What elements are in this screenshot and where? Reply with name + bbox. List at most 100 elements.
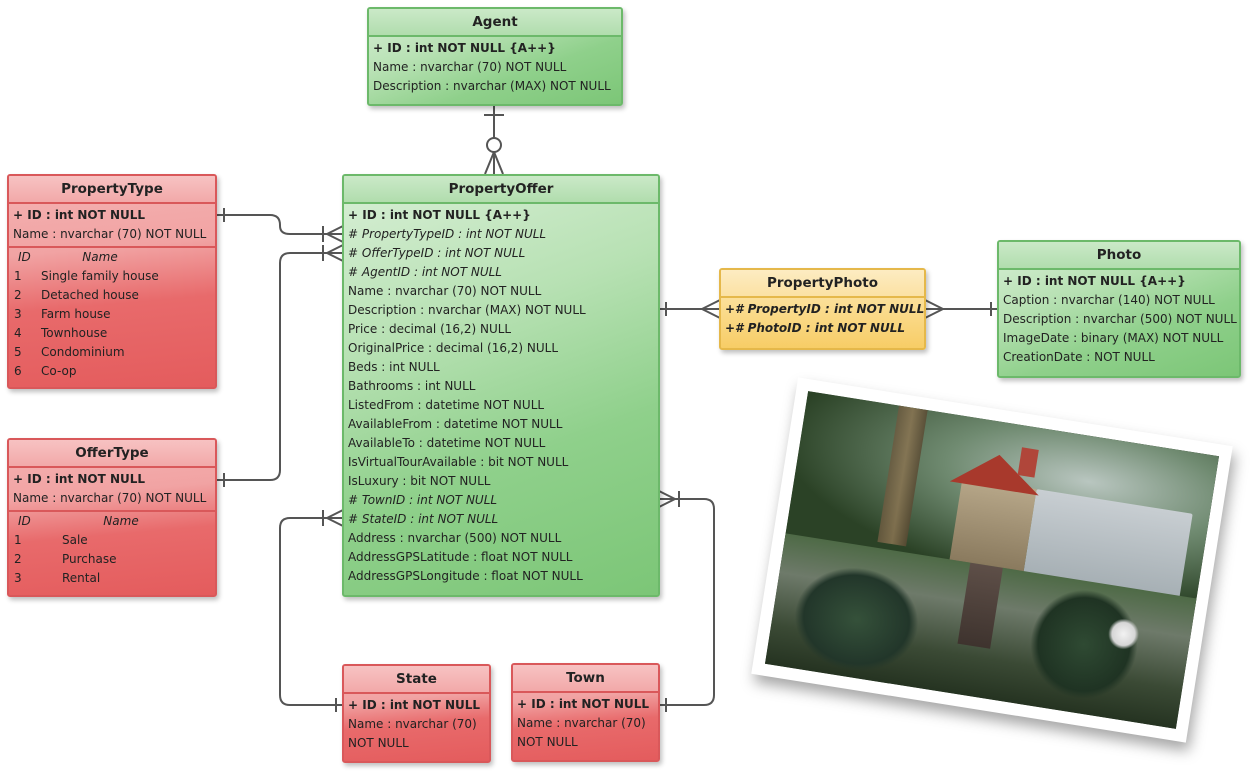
cell-name: Townhouse (41, 326, 108, 340)
entity-fields: +# PropertyID : int NOT NULL +# PhotoID :… (721, 298, 924, 342)
entity-title: State (344, 666, 489, 694)
entity-title: Photo (999, 242, 1239, 270)
entity-title: OfferType (9, 440, 215, 468)
entity-property-offer[interactable]: PropertyOffer + ID : int NOT NULL {A++} #… (342, 174, 660, 597)
field-row: NOT NULL (348, 736, 409, 750)
entity-data-table: ID Name 1 Single family house 2 Detached hous… (9, 246, 215, 381)
rel-agent-propertyoffer (484, 106, 504, 175)
entity-agent[interactable]: Agent + ID : int NOT NULL {A++} Name : nv… (367, 7, 623, 106)
cell-id: 1 (14, 269, 22, 283)
cell-id: 3 (14, 571, 22, 585)
field-row: IsVirtualTourAvailable : bit NOT NULL (348, 455, 569, 469)
fk-field-row: # TownID : int NOT NULL (348, 493, 498, 507)
pkfk-field-row: +# PhotoID : int NOT NULL (725, 321, 905, 335)
cell-name: Co-op (41, 364, 77, 378)
entity-title: PropertyType (9, 176, 215, 204)
rel-propertytype-propertyoffer (217, 208, 344, 243)
pk-field-row: + ID : int NOT NULL {A++} (348, 208, 531, 222)
field-row: Price : decimal (16,2) NULL (348, 322, 512, 336)
cell-name: Sale (62, 533, 88, 547)
cell-name: Detached house (41, 288, 139, 302)
cell-name: Single family house (41, 269, 159, 283)
field-row: Name : nvarchar (70) NOT NULL (13, 491, 207, 505)
field-row: Name : nvarchar (70) NOT NULL (13, 227, 207, 241)
cell-id: 2 (14, 288, 22, 302)
field-row: AvailableFrom : datetime NOT NULL (348, 417, 563, 431)
entity-fields: + ID : int NOT NULL Name : nvarchar (70) … (9, 204, 215, 246)
data-table-row: 1 Single family house (9, 267, 215, 286)
field-row: AddressGPSLongitude : float NOT NULL (348, 569, 583, 583)
field-row: Name : nvarchar (70) (348, 717, 477, 731)
entity-property-photo[interactable]: PropertyPhoto +# PropertyID : int NOT NU… (719, 268, 926, 350)
data-table-row: 6 Co-op (9, 362, 215, 381)
pk-field-row: + ID : int NOT NULL {A++} (373, 41, 556, 55)
fk-field-row: # OfferTypeID : int NOT NULL (348, 246, 526, 260)
entity-fields: + ID : int NOT NULL Name : nvarchar (70) N… (344, 694, 489, 757)
rel-offertype-propertyoffer (217, 244, 344, 487)
field-row: Name : nvarchar (70) NOT NULL (348, 284, 542, 298)
field-row: Beds : int NULL (348, 360, 440, 374)
column-header: Name (82, 250, 118, 264)
entity-title: Town (513, 665, 658, 693)
cell-id: 2 (14, 552, 22, 566)
entity-fields: + ID : int NOT NULL {A++} Caption : nvarc… (999, 270, 1239, 371)
entity-title: PropertyPhoto (721, 270, 924, 298)
data-table-row: 3 Rental (9, 569, 215, 588)
data-table-row: 4 Townhouse (9, 324, 215, 343)
rel-propertyoffer-propertyphoto (659, 299, 721, 319)
field-row: ListedFrom : datetime NOT NULL (348, 398, 545, 412)
field-row: OriginalPrice : decimal (16,2) NULL (348, 341, 559, 355)
cell-id: 3 (14, 307, 22, 321)
cell-id: 4 (14, 326, 22, 340)
data-table-row: 2 Purchase (9, 550, 215, 569)
field-row: Description : nvarchar (500) NOT NULL (1003, 312, 1237, 326)
data-table-header: ID Name (9, 248, 215, 267)
data-table-row: 1 Sale (9, 531, 215, 550)
column-header: Name (103, 514, 139, 528)
entity-state[interactable]: State + ID : int NOT NULL Name : nvarchar… (342, 664, 491, 763)
field-row: NOT NULL (517, 735, 578, 749)
entity-data-table: ID Name 1 Sale 2 Purchase 3 Rental (9, 510, 215, 588)
pk-field-row: + ID : int NOT NULL (348, 698, 481, 712)
pk-field-row: + ID : int NOT NULL (13, 208, 146, 222)
field-row: CreationDate : NOT NULL (1003, 350, 1155, 364)
column-header: ID (18, 514, 31, 528)
rel-photo-propertyphoto (924, 299, 998, 319)
pkfk-field-row: +# PropertyID : int NOT NULL (725, 302, 925, 316)
data-table-row: 3 Farm house (9, 305, 215, 324)
cell-id: 5 (14, 345, 22, 359)
field-row: Name : nvarchar (70) NOT NULL (373, 60, 567, 74)
cell-id: 1 (14, 533, 22, 547)
entity-fields: + ID : int NOT NULL {A++} Name : nvarchar… (369, 37, 621, 100)
fk-field-row: # AgentID : int NOT NULL (348, 265, 502, 279)
field-row: Name : nvarchar (70) (517, 716, 646, 730)
entity-property-type[interactable]: PropertyType + ID : int NOT NULL Name : n… (7, 174, 217, 389)
field-row: Description : nvarchar (MAX) NOT NULL (373, 79, 611, 93)
pk-field-row: + ID : int NOT NULL {A++} (1003, 274, 1186, 288)
rel-state-propertyoffer (279, 509, 344, 712)
data-table-header: ID Name (9, 512, 215, 531)
data-table-row: 2 Detached house (9, 286, 215, 305)
rel-town-propertyoffer (658, 490, 715, 712)
cell-name: Purchase (62, 552, 117, 566)
cell-name: Condominium (41, 345, 125, 359)
cell-id: 6 (14, 364, 22, 378)
cell-name: Rental (62, 571, 101, 585)
fk-field-row: # StateID : int NOT NULL (348, 512, 499, 526)
entity-title: PropertyOffer (344, 176, 658, 204)
field-row: Description : nvarchar (MAX) NOT NULL (348, 303, 586, 317)
cell-name: Farm house (41, 307, 111, 321)
entity-photo[interactable]: Photo + ID : int NOT NULL {A++} Caption :… (997, 240, 1241, 378)
field-row: Caption : nvarchar (140) NOT NULL (1003, 293, 1215, 307)
fk-field-row: # PropertyTypeID : int NOT NULL (348, 227, 547, 241)
data-table-row: 5 Condominium (9, 343, 215, 362)
entity-title: Agent (369, 9, 621, 37)
field-row: Bathrooms : int NULL (348, 379, 476, 393)
field-row: ImageDate : binary (MAX) NOT NULL (1003, 331, 1224, 345)
column-header: ID (18, 250, 31, 264)
field-row: AddressGPSLatitude : float NOT NULL (348, 550, 573, 564)
